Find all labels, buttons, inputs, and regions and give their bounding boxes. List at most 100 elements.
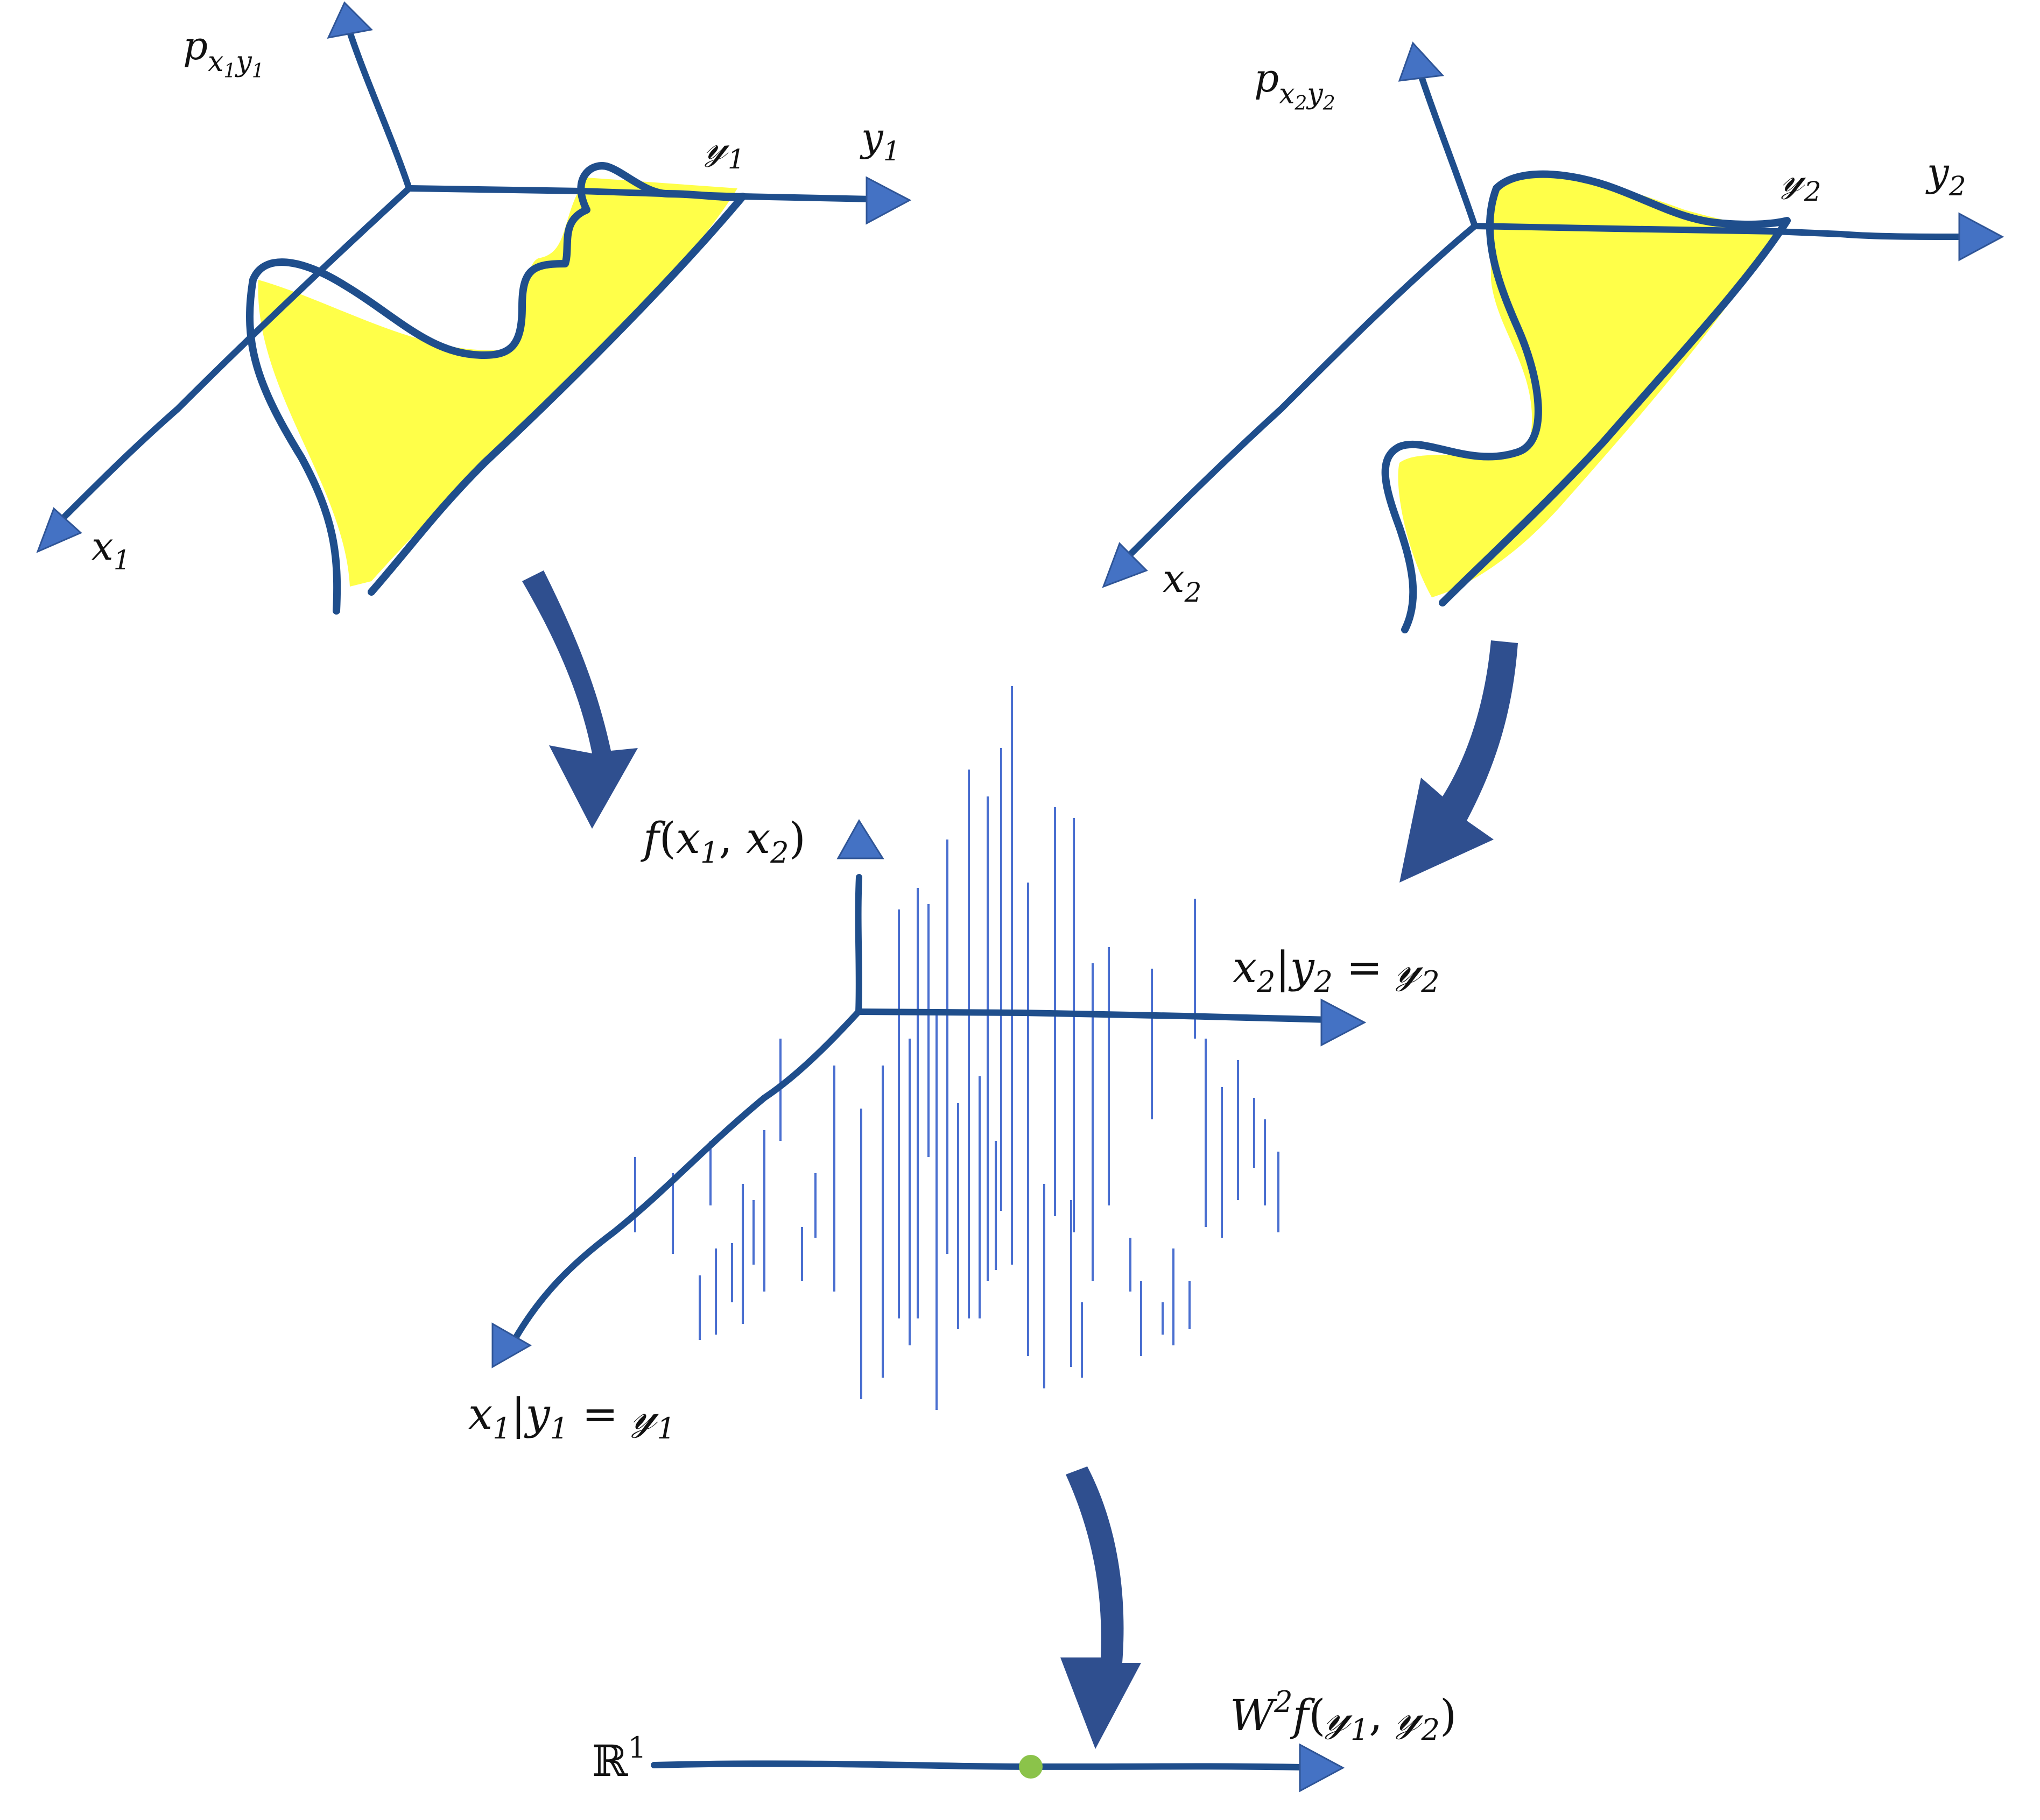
right-axis-p-base: p (1254, 55, 1279, 101)
out-close: ) (1440, 1690, 1457, 1740)
mv-comma: , (719, 813, 746, 863)
left-axis-p-sub2: y (235, 46, 252, 78)
left-x-axis-arrowhead (36, 507, 82, 553)
mr-eq: = (1333, 942, 1396, 992)
left-point-label-sub: 1 (728, 144, 745, 175)
joint-function-panel: f(x1, x2) x2|y2 = 𝓎2 x1|y1 = 𝓎1 (468, 686, 1440, 1445)
middle-vertical-label: f(x1, x2) (641, 813, 806, 870)
output-function-label: W2f(𝓎1, 𝓎2) (1230, 1685, 1457, 1747)
left-axis-x-label-sub: 1 (114, 545, 131, 576)
left-axis-p-sub1: x (208, 46, 223, 78)
middle-vertical-axis-arrowhead (836, 819, 884, 859)
left-density-fill (258, 178, 737, 587)
mr-x: x (1233, 942, 1257, 992)
right-distribution-panel: x2 y2 𝓎2 px2y2 (1102, 41, 2004, 633)
real-space-base: ℝ (592, 1736, 629, 1786)
middle-left-axis (508, 1008, 862, 1349)
mr-s2: 2 (1314, 965, 1333, 999)
ml-y: y (524, 1389, 551, 1439)
left-axis-y-label-sub: 1 (883, 136, 901, 167)
output-point (1019, 1755, 1043, 1779)
left-x-axis (51, 185, 412, 531)
left-axis-p-sub2sub: 1 (252, 60, 264, 82)
right-x-axis (1116, 223, 1478, 568)
real-space-sup: 1 (628, 1731, 646, 1765)
transition-arrows (522, 570, 1518, 1749)
sample-stems (634, 686, 1279, 1410)
right-point-label-base: 𝓎 (1781, 155, 1806, 200)
left-axis-x-label-base: x (92, 524, 114, 569)
right-point-label-sub: 2 (1804, 176, 1821, 207)
left-point-label-base: 𝓎 (705, 123, 730, 168)
right-axis-x-label: x2 (1163, 556, 1201, 608)
arrow-middle-to-bottom (1060, 1466, 1141, 1749)
middle-right-axis-label: x2|y2 = 𝓎2 (1233, 942, 1440, 999)
left-p-axis (347, 29, 412, 192)
left-axis-y-label-base: y (860, 115, 884, 160)
left-density-curve (246, 162, 747, 615)
mr-s: 2 (1256, 965, 1275, 999)
middle-left-axis-arrowhead (491, 1322, 532, 1368)
right-axis-y-label: y2 (1925, 150, 1966, 202)
ml-s: 1 (493, 1412, 511, 1445)
arrow-left-to-middle (522, 570, 638, 829)
right-density-fill (1398, 177, 1776, 597)
middle-left-axis-label: x1|y1 = 𝓎1 (468, 1389, 676, 1445)
real-line-axis (651, 1760, 1306, 1770)
right-axis-x-label-base: x (1163, 556, 1185, 601)
out-open: ( (1309, 1690, 1325, 1740)
output-space-panel: ℝ1 W2f(𝓎1, 𝓎2) (592, 1685, 1457, 1793)
right-axis-p-sub1: x (1279, 78, 1295, 110)
left-distribution-panel: x1 y1 𝓎1 px1y1 (36, 1, 912, 615)
mv-s1: 1 (700, 836, 719, 870)
mr-cy: 𝓎 (1396, 942, 1424, 992)
right-axis-p-label: px2y2 (1254, 55, 1335, 115)
left-axis-y-label: y1 (860, 115, 901, 167)
ml-s2: 1 (550, 1412, 568, 1445)
right-density-curve (1381, 170, 1791, 633)
right-p-axis (1418, 72, 1478, 229)
right-axis-p-sub2sub: 2 (1323, 93, 1335, 115)
right-y-axis-arrowhead (1958, 212, 2004, 262)
right-axis-p-sub2: y (1306, 78, 1323, 110)
ml-cy: 𝓎 (631, 1389, 659, 1439)
out-y1: 𝓎 (1325, 1690, 1353, 1740)
right-point-label: 𝓎2 (1781, 155, 1821, 207)
ml-x: x (468, 1389, 493, 1439)
out-sup: 2 (1274, 1685, 1292, 1719)
left-y-axis-arrowhead (866, 176, 912, 225)
left-axis-p-base: p (183, 23, 208, 68)
real-line-arrowhead (1299, 1743, 1345, 1793)
out-y2: 𝓎 (1396, 1690, 1424, 1740)
right-x-axis-arrowhead (1102, 542, 1148, 588)
middle-right-axis-arrowhead (1320, 998, 1367, 1047)
left-point-label: 𝓎1 (705, 123, 745, 175)
middle-right-axis (855, 1008, 1333, 1023)
left-axis-p-label: px1y1 (183, 23, 264, 82)
left-p-axis-arrowhead (327, 1, 374, 39)
out-W: W (1230, 1690, 1277, 1740)
out-comma: , (1369, 1690, 1396, 1740)
out-s1: 1 (1350, 1713, 1369, 1747)
mr-bar: | (1275, 942, 1290, 992)
mv-s2: 2 (770, 836, 789, 870)
left-axis-p-sub1sub: 1 (223, 60, 236, 82)
ml-eq: = (568, 1389, 632, 1439)
real-space-label: ℝ1 (592, 1731, 646, 1786)
right-axis-x-label-sub: 2 (1184, 577, 1202, 608)
out-s2: 2 (1421, 1713, 1440, 1747)
mv-x2: x (746, 813, 770, 863)
mv-x: x (676, 813, 700, 863)
right-p-axis-arrowhead (1398, 41, 1445, 82)
right-axis-p-sub1sub: 2 (1294, 93, 1307, 115)
right-axis-y-label-base: y (1925, 150, 1950, 195)
mv-close: ) (789, 813, 806, 863)
left-axis-x-label: x1 (92, 524, 130, 576)
right-y-axis (1472, 223, 1968, 240)
ml-bar: | (511, 1389, 525, 1439)
mv-open: ( (659, 813, 676, 863)
arrow-right-to-middle (1399, 640, 1518, 883)
ml-s3: 1 (657, 1412, 675, 1445)
right-axis-y-label-sub: 2 (1948, 171, 1966, 202)
